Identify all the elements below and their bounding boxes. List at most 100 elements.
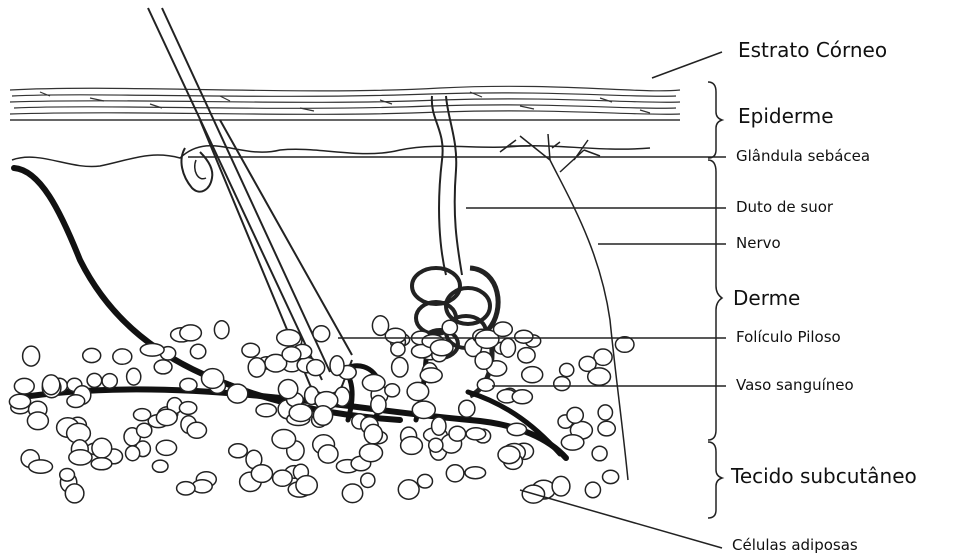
adipose-cell — [180, 325, 202, 341]
adipose-cell — [156, 409, 177, 425]
epidermis-boundary — [12, 146, 650, 167]
adipose-cell — [554, 377, 570, 391]
adipose-cell — [592, 446, 607, 461]
adipose-cell — [398, 480, 419, 499]
label-celulas-adiposas: Células adiposas — [732, 536, 858, 554]
adipose-cell — [313, 326, 330, 342]
adipose-cell — [14, 378, 34, 394]
adipose-cell — [23, 346, 40, 366]
adipose-cell — [313, 406, 332, 426]
adipose-cell — [522, 367, 543, 383]
adipose-cell — [598, 405, 612, 420]
label-tecido-subcutaneo: Tecido subcutâneo — [731, 464, 917, 488]
adipose-cell — [251, 465, 272, 483]
adipose-cell — [598, 421, 615, 436]
adipose-cell — [83, 348, 101, 362]
adipose-cell — [442, 320, 457, 335]
adipose-cell — [342, 484, 362, 503]
adipose-cell — [190, 344, 205, 358]
adipose-cell — [154, 360, 172, 374]
adipose-cell — [477, 378, 494, 391]
adipose-cell — [420, 368, 442, 383]
adipose-cell — [91, 458, 112, 470]
label-foliculo-piloso: Folículo Piloso — [736, 328, 841, 346]
adipose-cell — [60, 469, 75, 482]
adipose-cell — [126, 446, 140, 461]
adipose-cell — [272, 430, 296, 449]
adipose-cell — [137, 423, 152, 437]
adipose-cell — [360, 444, 383, 462]
adipose-cell — [102, 374, 117, 389]
adipose-cell — [273, 470, 293, 486]
layer-brackets — [708, 82, 722, 518]
label-estrato-corneo: Estrato Córneo — [738, 38, 887, 62]
adipose-cell — [256, 404, 276, 417]
adipose-cells — [9, 316, 634, 503]
adipose-cell — [429, 438, 443, 452]
adipose-cell — [248, 358, 265, 377]
adipose-cell — [372, 316, 388, 336]
label-glandula-sebacea: Glândula sebácea — [736, 147, 870, 165]
adipose-cell — [518, 348, 535, 363]
adipose-cell — [227, 384, 248, 403]
adipose-cell — [407, 382, 429, 400]
adipose-cell — [27, 412, 48, 430]
adipose-cell — [385, 384, 400, 397]
adipose-cell — [412, 401, 435, 418]
adipose-cell — [459, 400, 475, 417]
adipose-cell — [65, 484, 84, 503]
adipose-cell — [152, 460, 168, 472]
adipose-cell — [446, 465, 464, 482]
adipose-cell — [371, 396, 386, 414]
adipose-cell — [391, 342, 405, 356]
adipose-cell — [494, 322, 513, 336]
adipose-cell — [113, 349, 132, 364]
adipose-cell — [466, 428, 486, 440]
adipose-cell — [282, 347, 301, 362]
adipose-cell — [430, 340, 453, 356]
adipose-cell — [202, 369, 224, 389]
adipose-cell — [179, 402, 196, 415]
sebaceous-gland — [181, 148, 212, 192]
adipose-cell — [432, 417, 446, 435]
adipose-cell — [418, 474, 433, 488]
label-nervo: Nervo — [736, 234, 781, 252]
sweat-duct — [432, 96, 462, 275]
adipose-cell — [242, 343, 260, 357]
adipose-cell — [498, 446, 520, 464]
adipose-cell — [140, 344, 164, 357]
adipose-cell — [180, 378, 197, 391]
adipose-cell — [67, 395, 85, 408]
adipose-cell — [229, 444, 248, 458]
adipose-cell — [187, 422, 206, 438]
adipose-cell — [214, 321, 229, 339]
adipose-cell — [552, 476, 570, 496]
adipose-cell — [507, 423, 526, 435]
adipose-cell — [603, 470, 619, 483]
adipose-cell — [615, 337, 634, 353]
adipose-cell — [289, 404, 312, 421]
adipose-cell — [364, 424, 382, 443]
label-vaso-sanguineo: Vaso sanguíneo — [736, 376, 854, 394]
adipose-cell — [449, 426, 466, 441]
adipose-cell — [475, 352, 492, 370]
adipose-cell — [278, 380, 297, 399]
adipose-cell — [465, 467, 486, 479]
adipose-cell — [560, 363, 574, 376]
adipose-cell — [588, 368, 611, 385]
adipose-cell — [156, 440, 176, 455]
adipose-cell — [127, 368, 141, 385]
adipose-cell — [392, 357, 408, 377]
label-epiderme: Epiderme — [738, 104, 834, 128]
adipose-cell — [512, 390, 532, 404]
adipose-cell — [500, 338, 515, 357]
adipose-cell — [401, 437, 423, 455]
adipose-cell — [567, 407, 583, 423]
adipose-cell — [92, 438, 112, 458]
adipose-cell — [177, 482, 195, 495]
label-derme: Derme — [733, 286, 800, 310]
label-duto-de-suor: Duto de suor — [736, 198, 833, 216]
adipose-cell — [561, 435, 584, 450]
adipose-cell — [29, 460, 53, 473]
adipose-cell — [42, 375, 59, 395]
